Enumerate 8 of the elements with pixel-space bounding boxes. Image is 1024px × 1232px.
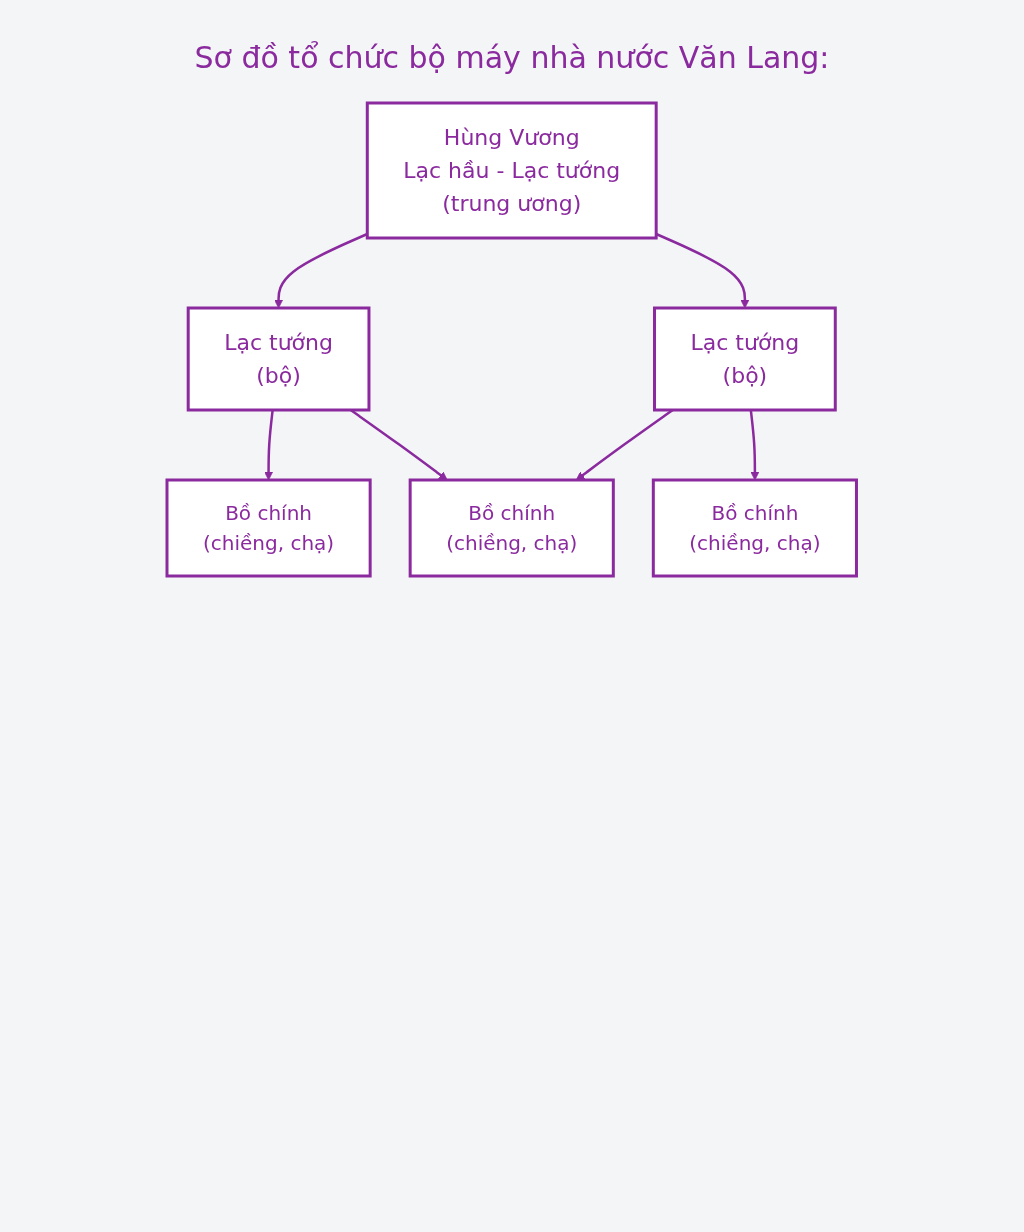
node-box: Lạc tướng (bộ) <box>653 306 838 412</box>
node-box: Bồ chính (chiềng, chạ) <box>652 478 859 578</box>
node-box: Bồ chính (chiềng, chạ) <box>165 478 372 578</box>
node-box: Lạc tướng (bộ) <box>186 306 371 412</box>
node-box: Bồ chính (chiềng, chạ) <box>408 478 616 578</box>
arrow <box>655 232 750 309</box>
node-box: Hùng Vương Lạc hầu - Lạc tướng (trung ương) <box>366 101 658 240</box>
diagram-title: Sơ đồ tổ chức bộ máy nhà nước Văn Lang: <box>193 40 831 75</box>
